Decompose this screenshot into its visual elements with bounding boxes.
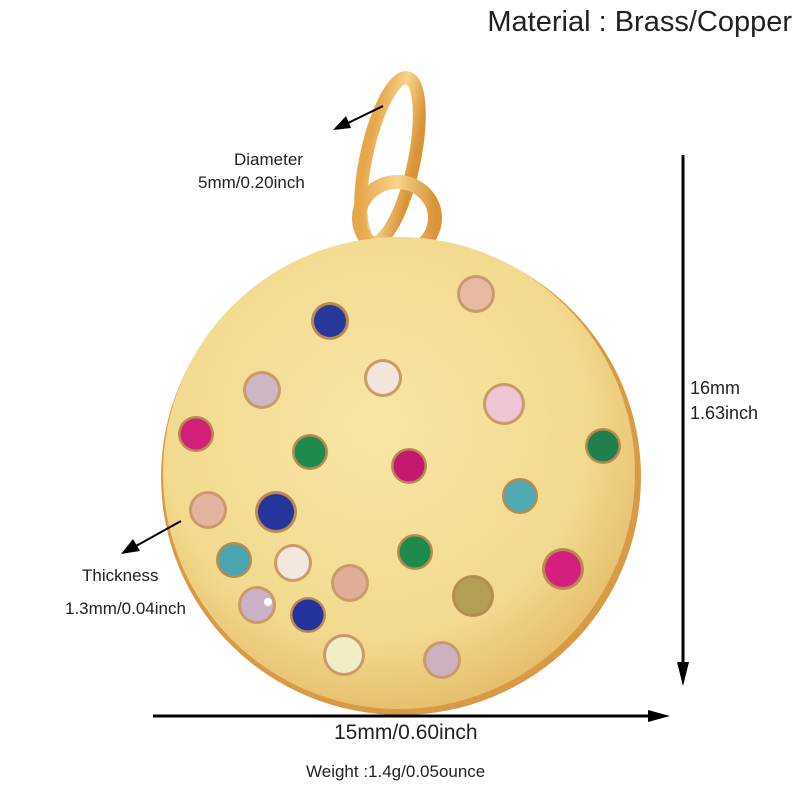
gem-turquoise (216, 542, 252, 578)
gem-green (292, 434, 328, 470)
weight-value: Weight :1.4g/0.05ounce (306, 762, 486, 781)
gem-lilac-opal (423, 641, 461, 679)
gem-blue (255, 491, 297, 533)
gem-emerald (585, 428, 621, 464)
gem-lilac-opal (243, 371, 281, 409)
diameter-label: Diameter (234, 150, 303, 169)
height-inch: 1.63inch (690, 403, 759, 423)
gem-blue (311, 302, 349, 340)
gem-fuchsia (178, 416, 214, 452)
thickness-arrow (121, 520, 182, 554)
gem-fuchsia (542, 548, 584, 590)
gemstones (178, 275, 621, 679)
gem-peach (189, 491, 227, 529)
material-title: Material : Brass/Copper (487, 6, 792, 38)
width-value: 15mm/0.60inch (334, 721, 478, 744)
gem-fuchsia (391, 448, 427, 484)
gem-lilac-opal (238, 586, 276, 624)
gem-peach (457, 275, 495, 313)
diameter-arrow (333, 105, 384, 130)
gem-clear (364, 359, 402, 397)
gem-turquoise (502, 478, 538, 514)
gem-peach (331, 564, 369, 602)
height-mm: 16mm (690, 378, 741, 398)
thickness-value: 1.3mm/0.04inch (65, 599, 186, 618)
gem-olive (452, 575, 494, 617)
gem-pink (483, 383, 525, 425)
gem-pale-yellow (323, 634, 365, 676)
diameter-value: 5mm/0.20inch (198, 173, 305, 192)
gem-blue (290, 597, 326, 633)
width-dimension-line (153, 710, 670, 722)
height-dimension-line (677, 155, 689, 686)
gem-clear (274, 544, 312, 582)
thickness-label: Thickness (82, 566, 159, 585)
gem-green (397, 534, 433, 570)
